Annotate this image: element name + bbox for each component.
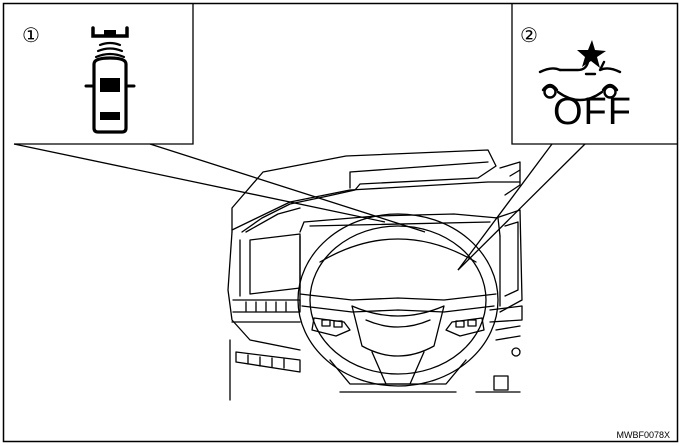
leader-line-1 xyxy=(149,143,426,233)
leader-line-2 xyxy=(457,143,553,271)
impact-star-icon xyxy=(577,40,606,68)
callout-number-2: ② xyxy=(520,23,538,47)
leader-line-2b xyxy=(457,143,586,271)
callout-number-1: ① xyxy=(22,23,40,47)
callout-box-1 xyxy=(14,4,194,145)
indicator-off-label: OFF xyxy=(553,91,632,133)
leader-line-1b xyxy=(13,143,386,223)
dashboard-illustration xyxy=(227,149,523,401)
parking-sensor-car-icon xyxy=(84,26,136,134)
figure-code: MWBF0078X xyxy=(616,430,670,440)
callout-box-2 xyxy=(511,4,678,145)
collision-warning-off-icon xyxy=(538,53,622,102)
